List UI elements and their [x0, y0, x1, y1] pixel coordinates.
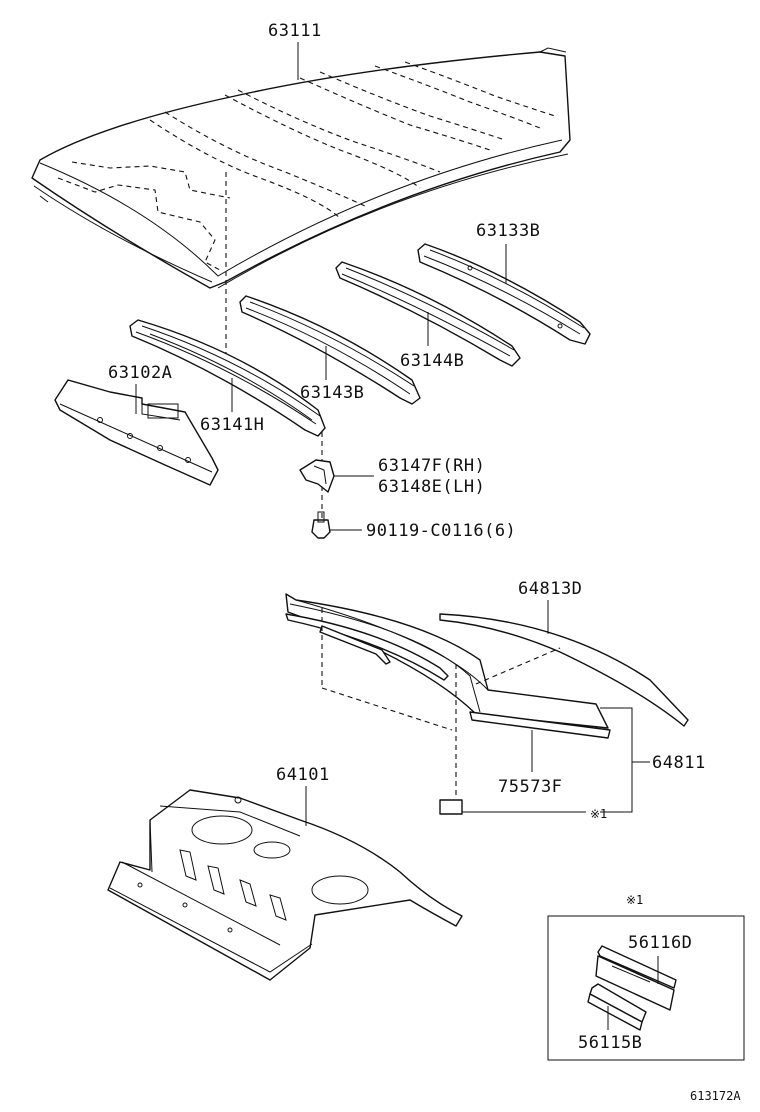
label-90119: 90119-C0116(6) — [366, 521, 516, 541]
figure-code: 613172A — [690, 1089, 741, 1103]
roof-panel-63111[interactable] — [31, 47, 571, 289]
inset-part-56115B[interactable] — [587, 983, 647, 1031]
note-piece[interactable] — [439, 799, 463, 815]
inset-box — [547, 915, 745, 1061]
label-63148E: 63148E(LH) — [378, 477, 485, 497]
back-window-64811[interactable] — [285, 593, 609, 729]
label-63144B: 63144B — [400, 351, 464, 371]
label-64811: 64811 — [652, 753, 706, 773]
dam-75573F[interactable] — [469, 711, 611, 739]
screw-90119[interactable] — [311, 511, 331, 539]
label-63147F: 63147F(RH) — [378, 456, 485, 476]
roof-bow-63141H[interactable] — [129, 319, 326, 437]
roof-bracket[interactable] — [299, 459, 335, 493]
label-75573F: 75573F — [498, 777, 562, 797]
package-tray-64101[interactable] — [107, 789, 463, 981]
note-marker: ※1 — [590, 807, 607, 821]
label-56116D: 56116D — [628, 933, 692, 953]
label-64813D: 64813D — [518, 579, 582, 599]
roof-bow-63133B[interactable] — [417, 243, 591, 345]
label-56115B: 56115B — [578, 1033, 642, 1053]
label-63102A: 63102A — [108, 363, 172, 383]
inset-marker: ※1 — [626, 893, 643, 907]
label-64101: 64101 — [276, 765, 330, 785]
roof-bow-63143B[interactable] — [239, 295, 421, 405]
label-63143B: 63143B — [300, 383, 364, 403]
label-63141H: 63141H — [200, 415, 264, 435]
bracket-64811 — [600, 707, 633, 813]
inset-part-56116D[interactable] — [595, 945, 677, 1011]
label-63111: 63111 — [268, 21, 322, 41]
label-63133B: 63133B — [476, 221, 540, 241]
header-panel-63102A[interactable] — [54, 379, 219, 486]
molding-64813D[interactable] — [439, 613, 689, 727]
